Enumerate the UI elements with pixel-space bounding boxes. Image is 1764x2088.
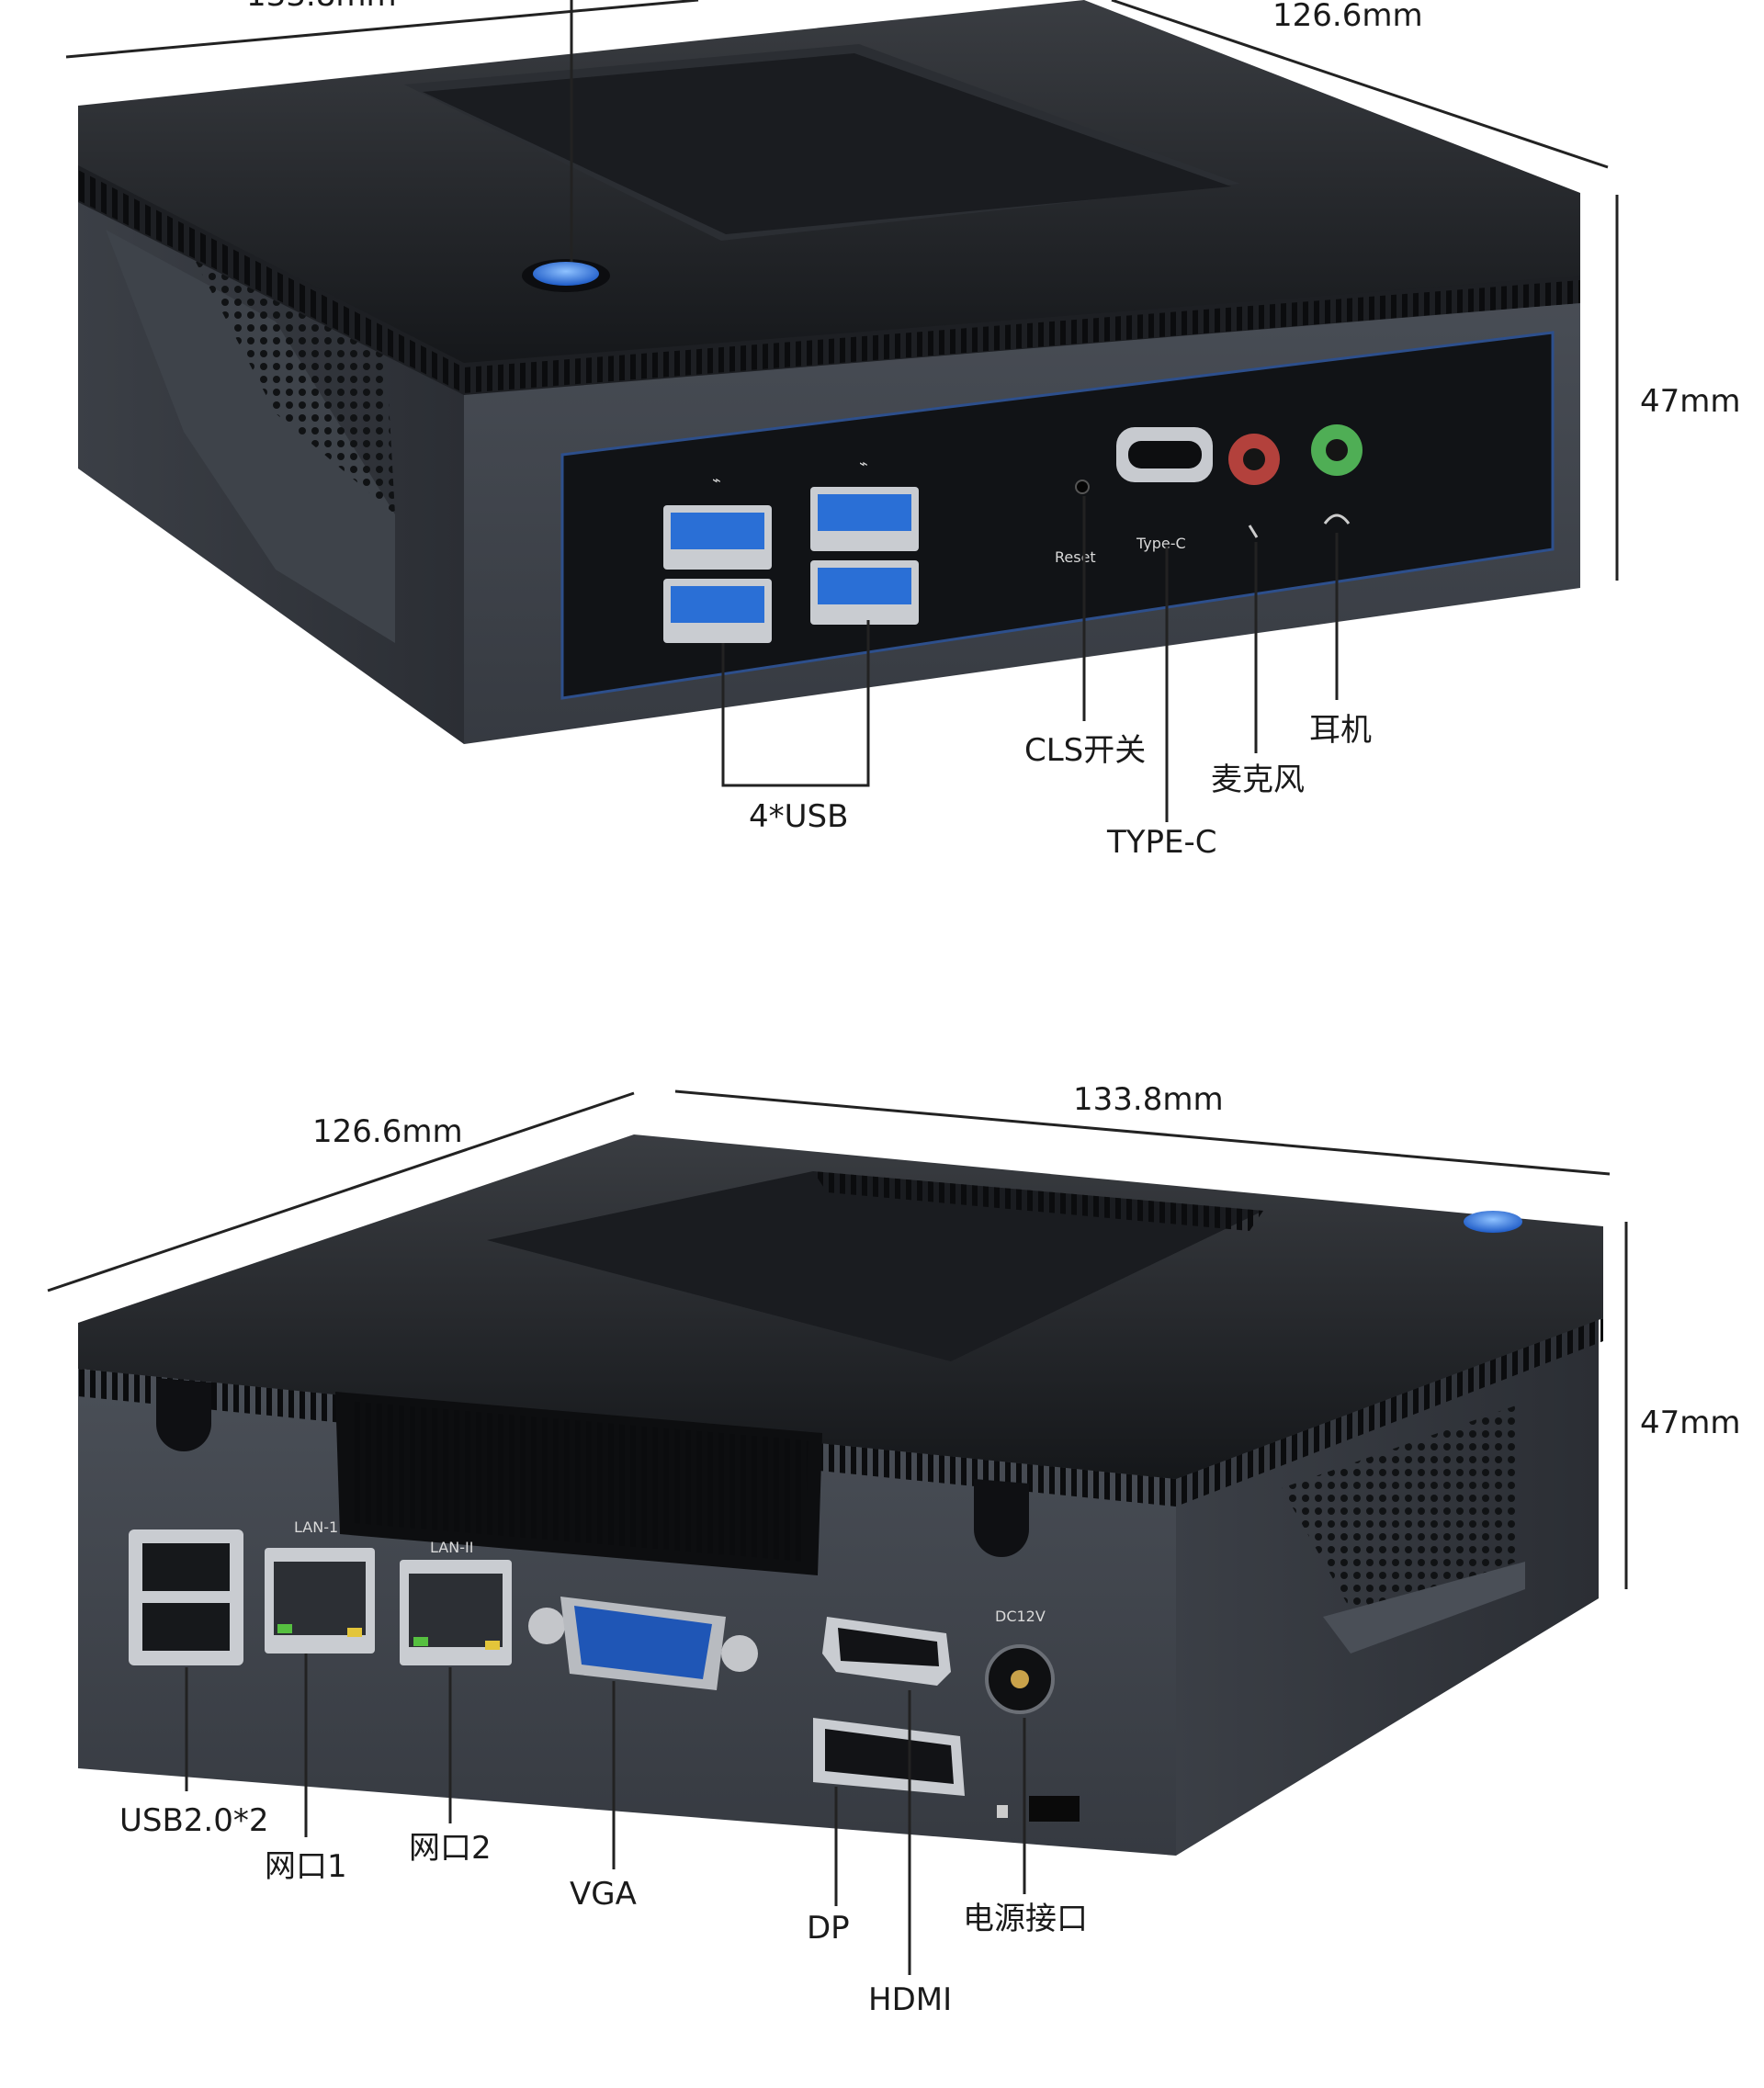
microphone-icon: [1248, 525, 1259, 538]
microphone-callout-label: 麦克风: [1211, 762, 1305, 798]
usb-icon: ⌁ ⌁: [712, 455, 868, 489]
power-port-callout-label: 电源接口: [963, 1901, 1088, 1937]
lan2-panel-label: LAN-II: [430, 1539, 473, 1556]
svg-text:⌁: ⌁: [712, 471, 721, 489]
dp-callout-label: DP: [807, 1910, 850, 1947]
top-height-dimension: 47mm: [1640, 383, 1741, 420]
lock-icon: [997, 1805, 1008, 1818]
lan1-callout-label: 网口1: [265, 1848, 347, 1885]
top-width-dimension: 133.8mm: [246, 0, 397, 11]
usb-callout-label: 4*USB: [749, 798, 849, 835]
typec-callout-label: TYPE-C: [1107, 824, 1217, 861]
usb2-callout-label: USB2.0*2: [119, 1802, 269, 1839]
vga-callout-label: VGA: [570, 1876, 637, 1913]
headphone-callout-label: 耳机: [1309, 712, 1372, 749]
top-depth-dimension: 126.6mm: [1272, 0, 1423, 34]
power-button-back-icon: [1464, 1211, 1522, 1233]
reset-panel-label: Reset: [1055, 548, 1096, 566]
lan1-panel-label: LAN-1: [294, 1518, 338, 1536]
bottom-depth-dimension: 126.6mm: [312, 1113, 463, 1150]
typec-panel-label: Type-C: [1136, 535, 1186, 552]
bottom-height-dimension: 47mm: [1640, 1405, 1741, 1441]
cls-switch-callout-label: CLS开关: [1024, 732, 1147, 769]
headphone-icon: [1323, 514, 1351, 525]
hdmi-callout-label: HDMI: [868, 1981, 953, 2018]
bottom-width-dimension: 133.8mm: [1073, 1081, 1224, 1118]
dc-panel-label: DC12V: [995, 1608, 1046, 1625]
lan2-callout-label: 网口2: [409, 1830, 492, 1867]
power-button-icon: [533, 262, 599, 286]
svg-text:⌁: ⌁: [859, 455, 868, 472]
